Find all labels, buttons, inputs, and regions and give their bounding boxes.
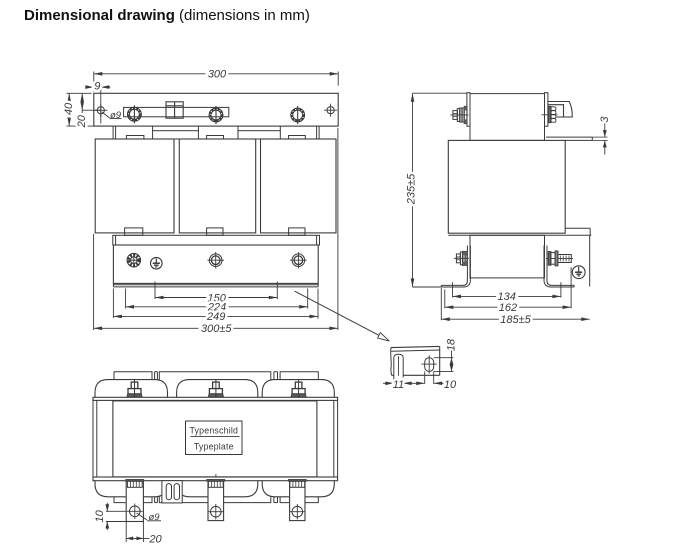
svg-text:20: 20	[148, 533, 162, 545]
svg-text:185±5: 185±5	[500, 314, 531, 326]
svg-text:11: 11	[393, 379, 404, 391]
svg-text:3: 3	[599, 116, 611, 123]
svg-text:ø9: ø9	[110, 110, 122, 121]
svg-text:Typeplate: Typeplate	[194, 441, 234, 451]
svg-text:300: 300	[208, 69, 227, 81]
svg-text:10: 10	[444, 379, 457, 391]
svg-text:18: 18	[446, 338, 458, 351]
svg-text:150: 150	[207, 292, 226, 304]
svg-text:134: 134	[498, 291, 516, 303]
svg-text:9: 9	[94, 81, 100, 93]
svg-text:235±5: 235±5	[406, 173, 418, 205]
svg-text:249: 249	[206, 311, 225, 323]
svg-text:300±5: 300±5	[201, 323, 232, 335]
svg-text:20: 20	[76, 114, 88, 128]
svg-text:ø9: ø9	[148, 512, 160, 523]
svg-text:162: 162	[499, 302, 517, 314]
svg-text:10: 10	[94, 509, 106, 522]
svg-text:224: 224	[207, 302, 226, 314]
svg-text:40: 40	[63, 102, 75, 115]
svg-text:Typenschild: Typenschild	[189, 425, 238, 435]
